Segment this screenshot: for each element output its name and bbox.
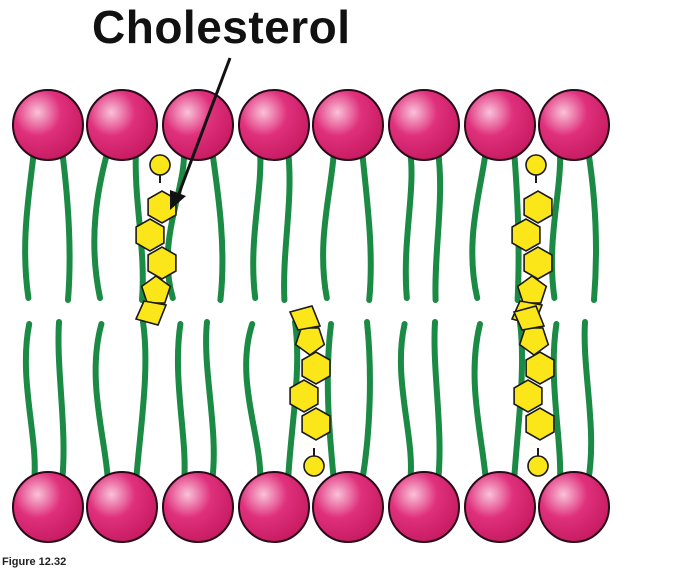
- fatty-acid-tail-icon: [324, 321, 337, 485]
- phospholipid-head-icon: [388, 471, 460, 543]
- pointer-arrow: [176, 57, 232, 197]
- fatty-acid-tail-icon: [92, 321, 111, 485]
- arrow-layer: [170, 57, 232, 210]
- fatty-acid-tail-icon: [55, 319, 67, 485]
- arrowhead-icon: [170, 190, 186, 210]
- cholesterol-molecule-icon: [288, 305, 331, 477]
- fatty-acid-tail-icon: [22, 147, 37, 301]
- phospholipid-head-icon: [238, 471, 310, 543]
- fatty-acid-tail-icon: [174, 321, 188, 485]
- cholesterol-layer: [134, 154, 555, 477]
- phospholipid-head-icon: [312, 89, 384, 161]
- fatty-acid-tail-icon: [359, 147, 374, 303]
- phospholipid-head-icon: [12, 471, 84, 543]
- fatty-acid-tail-icon: [133, 319, 149, 485]
- phospholipid-head-icon: [238, 89, 310, 161]
- fatty-acid-tail-icon: [243, 321, 264, 485]
- fatty-acid-tail-icon: [209, 147, 226, 303]
- fatty-acid-tail-icon: [432, 147, 444, 303]
- phospholipid-head-icon: [464, 89, 536, 161]
- phospholipid-head-icon: [86, 471, 158, 543]
- phospholipid-head-icon: [538, 89, 610, 161]
- fatty-acid-tail-icon: [469, 147, 489, 301]
- fatty-acid-tail-icon: [548, 147, 564, 301]
- fatty-acid-tail-icon: [585, 147, 599, 303]
- fatty-acid-tail-icon: [250, 147, 264, 301]
- fatty-acid-tail-icon: [91, 147, 111, 301]
- fatty-acid-tail-icon: [550, 321, 564, 485]
- phospholipid-head-icon: [86, 89, 158, 161]
- fatty-acid-tail-icon: [59, 147, 73, 303]
- fatty-acid-tail-icon: [203, 319, 217, 485]
- phospholipid-head-icon: [162, 89, 234, 161]
- phospholipid-head-icon: [388, 89, 460, 161]
- title-cholesterol: Cholesterol: [92, 1, 351, 53]
- fatty-acid-tail-icon: [359, 319, 373, 485]
- fatty-acid-tail-icon: [281, 147, 293, 303]
- fatty-acid-tail-icon: [431, 319, 443, 485]
- phospholipid-head-icon: [162, 471, 234, 543]
- tails-layer: [22, 147, 599, 485]
- fatty-acid-tail-icon: [164, 147, 188, 301]
- phospholipid-head-icon: [538, 471, 610, 543]
- fatty-acid-tail-icon: [402, 147, 415, 301]
- fatty-acid-tail-icon: [397, 321, 414, 485]
- figure-caption: Figure 12.32: [2, 556, 67, 568]
- fatty-acid-tail-icon: [471, 321, 489, 485]
- phospholipid-head-icon: [464, 471, 536, 543]
- cholesterol-molecule-icon: [134, 154, 177, 326]
- fatty-acid-tail-icon: [22, 321, 38, 485]
- phospholipid-head-icon: [12, 89, 84, 161]
- fatty-acid-tail-icon: [581, 319, 595, 485]
- heads-layer: [12, 89, 610, 543]
- fatty-acid-tail-icon: [320, 147, 337, 301]
- phospholipid-head-icon: [312, 471, 384, 543]
- cholesterol-molecule-icon: [512, 305, 555, 477]
